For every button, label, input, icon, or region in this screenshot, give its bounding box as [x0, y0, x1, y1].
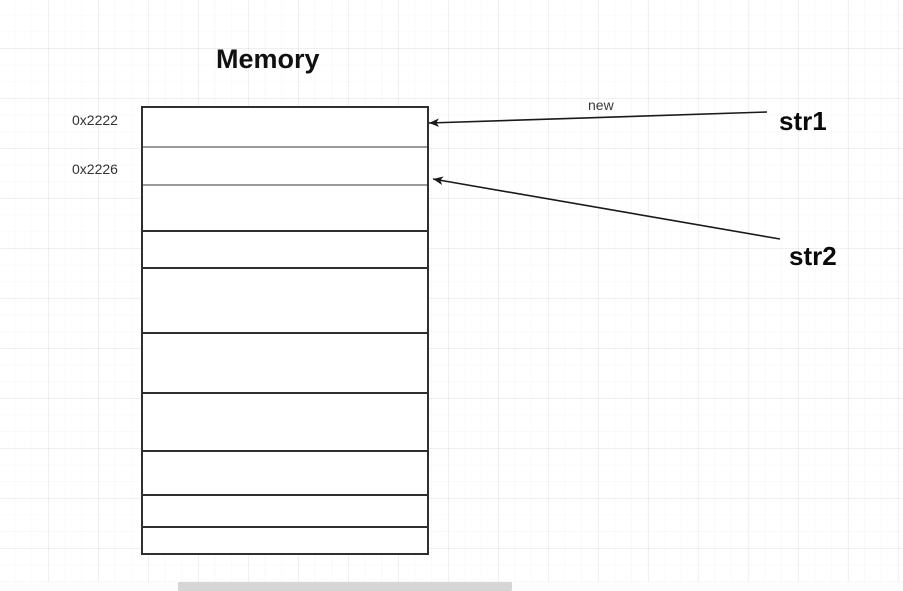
address-label-second: 0x2226 [72, 161, 118, 177]
pointer-label-str1: str1 [779, 106, 827, 136]
arrow-str1 [428, 111, 768, 127]
address-label-first: 0x2222 [72, 112, 118, 128]
memory-row [143, 392, 427, 450]
memory-row [143, 526, 427, 557]
arrow-label-new: new [588, 97, 614, 113]
memory-row [143, 332, 427, 392]
page-title: Memory [216, 44, 320, 74]
memory-row [143, 494, 427, 526]
memory-row [143, 450, 427, 494]
pointer-label-str2: str2 [789, 241, 837, 271]
memory-row [143, 267, 427, 332]
memory-block [141, 106, 429, 555]
memory-row [143, 184, 427, 230]
memory-row [143, 146, 427, 184]
memory-row [143, 230, 427, 267]
scrollbar-track[interactable] [0, 582, 903, 591]
memory-row [143, 108, 427, 146]
arrow-str2 [432, 176, 781, 240]
scrollbar-thumb[interactable] [178, 582, 512, 591]
